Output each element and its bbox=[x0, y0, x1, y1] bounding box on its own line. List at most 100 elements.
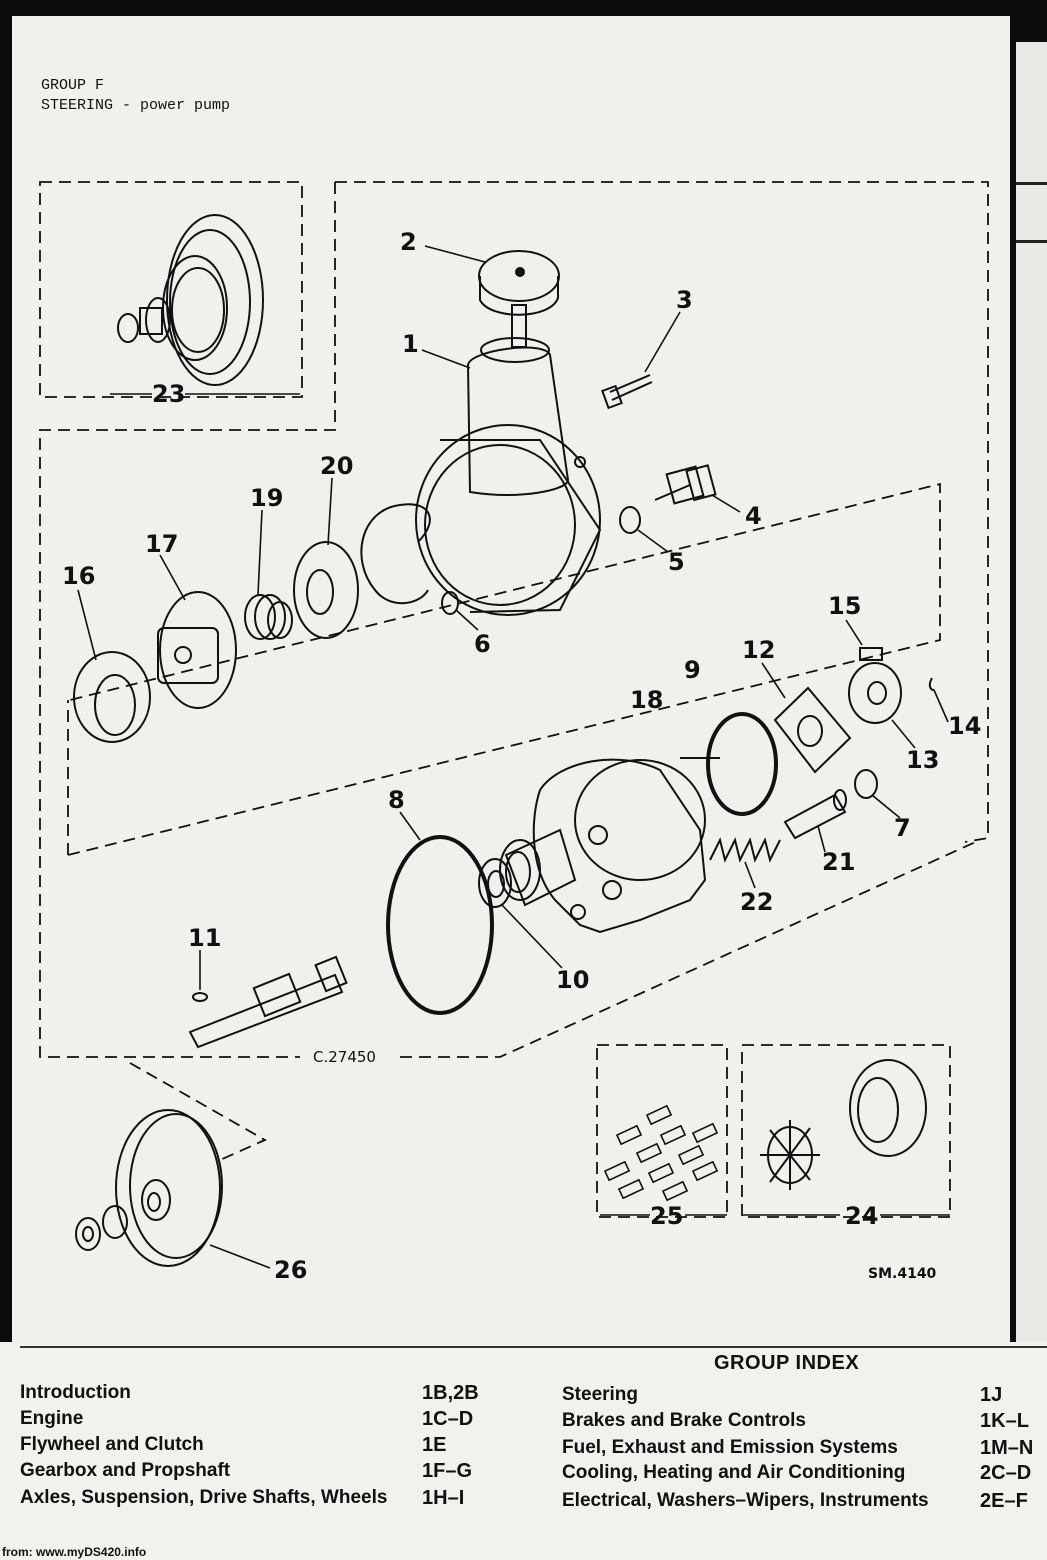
index-item-introduction: Introduction bbox=[20, 1382, 131, 1403]
part-7-washer bbox=[854, 769, 878, 799]
part-14-circlip bbox=[928, 677, 935, 691]
callout-17: 17 bbox=[145, 530, 178, 558]
drive-shaft bbox=[188, 955, 348, 1049]
callout-24: 24 bbox=[845, 1202, 878, 1230]
callout-12: 12 bbox=[742, 636, 775, 664]
part-26-pulley bbox=[115, 1109, 223, 1267]
boundary-pulley-link bbox=[129, 1062, 267, 1161]
callout-5: 5 bbox=[668, 548, 685, 576]
index-code-introduction: 1B,2B bbox=[422, 1382, 479, 1404]
part-9-o-ring bbox=[706, 712, 778, 816]
index-item-brakes: Brakes and Brake Controls bbox=[562, 1410, 806, 1431]
index-code-cooling-heating: 2C–D bbox=[980, 1462, 1032, 1484]
part-20-plate bbox=[293, 541, 359, 639]
callout-6: 6 bbox=[474, 630, 491, 658]
index-item-electrical: Electrical, Washers–Wipers, Instruments bbox=[562, 1490, 929, 1511]
drawing-ref-bg bbox=[308, 1046, 396, 1066]
part-6-washer bbox=[441, 591, 459, 615]
callout-numbers: 2 3 1 23 20 19 4 17 5 16 15 6 12 9 18 14… bbox=[62, 228, 981, 1284]
callout-20: 20 bbox=[320, 452, 353, 480]
callout-1: 1 bbox=[402, 330, 419, 358]
part-8-o-ring bbox=[386, 835, 494, 1015]
leader-lines bbox=[77, 245, 950, 1269]
callout-16: 16 bbox=[62, 562, 95, 590]
part-13-rotor bbox=[848, 662, 902, 724]
callout-18: 18 bbox=[630, 686, 663, 714]
leader-13 bbox=[891, 719, 916, 749]
callout-25: 25 bbox=[650, 1202, 683, 1230]
callout-10: 10 bbox=[556, 966, 589, 994]
part-circlip bbox=[360, 503, 431, 605]
leader-20 bbox=[327, 477, 333, 546]
callout-26: 26 bbox=[274, 1256, 307, 1284]
index-item-flywheel-clutch: Flywheel and Clutch bbox=[20, 1434, 204, 1455]
leader-16 bbox=[77, 589, 97, 661]
callout-19: 19 bbox=[250, 484, 283, 512]
index-item-steering: Steering bbox=[562, 1384, 639, 1405]
drawing-reference: C.27450 bbox=[313, 1048, 376, 1066]
part-11-key bbox=[192, 992, 208, 1002]
leader-21 bbox=[817, 825, 826, 853]
index-code-axles-suspension: 1H–I bbox=[422, 1487, 465, 1509]
boundary-23 bbox=[39, 181, 303, 398]
index-code-flywheel-clutch: 1E bbox=[422, 1434, 447, 1456]
part-2-filler-cap bbox=[478, 250, 560, 348]
callout-4: 4 bbox=[745, 502, 762, 530]
leader-2 bbox=[424, 245, 486, 263]
part-3-bolt bbox=[601, 374, 653, 410]
footer-rule bbox=[20, 1346, 1047, 1348]
part-5-washer bbox=[619, 506, 641, 534]
part-4-plug bbox=[654, 464, 717, 505]
index-code-steering: 1J bbox=[980, 1384, 1003, 1406]
callout-3: 3 bbox=[676, 286, 693, 314]
index-item-engine: Engine bbox=[20, 1408, 84, 1429]
part-25-vane-set bbox=[603, 1104, 719, 1202]
callout-8: 8 bbox=[388, 786, 405, 814]
callout-11: 11 bbox=[188, 924, 221, 952]
adjacent-page-rule bbox=[1016, 182, 1047, 185]
callout-9: 9 bbox=[684, 656, 701, 684]
callout-15: 15 bbox=[828, 592, 861, 620]
adjacent-page-edge bbox=[1016, 42, 1047, 1342]
grouping-boundaries bbox=[39, 181, 989, 1218]
leader-7 bbox=[871, 794, 901, 819]
leader-4 bbox=[711, 494, 741, 513]
callout-14: 14 bbox=[948, 712, 981, 740]
index-item-gearbox-propshaft: Gearbox and Propshaft bbox=[20, 1460, 231, 1481]
section-title: STEERING - power pump bbox=[41, 97, 231, 114]
leader-3 bbox=[644, 311, 681, 373]
part-18-pump-body bbox=[499, 757, 720, 934]
part-16-cam-ring bbox=[73, 651, 151, 743]
boundary-main bbox=[39, 181, 989, 1058]
leader-26 bbox=[209, 1244, 271, 1269]
part-1-reservoir-body bbox=[415, 337, 602, 616]
leader-1 bbox=[421, 349, 471, 369]
leader-14 bbox=[933, 689, 949, 723]
leader-15 bbox=[845, 619, 863, 646]
leader-5 bbox=[637, 529, 669, 553]
manual-page bbox=[12, 16, 1010, 1342]
index-item-axles-suspension: Axles, Suspension, Drive Shafts, Wheels bbox=[20, 1487, 388, 1508]
callout-21: 21 bbox=[822, 848, 855, 876]
part-12-plate bbox=[773, 686, 852, 774]
callout-2: 2 bbox=[400, 228, 417, 256]
part-17-pressure-plate bbox=[157, 591, 237, 709]
source-watermark: from: www.myDS420.info bbox=[2, 1545, 147, 1559]
index-item-cooling-heating: Cooling, Heating and Air Conditioning bbox=[562, 1462, 906, 1483]
part-24-rotor-kit bbox=[760, 1059, 927, 1190]
leader-22 bbox=[744, 861, 756, 889]
part-19-spring bbox=[244, 594, 293, 640]
callout-22: 22 bbox=[740, 888, 773, 916]
group-index-title: GROUP INDEX bbox=[714, 1352, 860, 1374]
leader-8 bbox=[399, 811, 421, 841]
part-23-seal-kit bbox=[117, 214, 264, 386]
pulley-nut-washer bbox=[75, 1205, 128, 1251]
leader-19 bbox=[257, 509, 263, 596]
leader-17 bbox=[159, 554, 186, 601]
index-code-fuel-exhaust: 1M–N bbox=[980, 1437, 1034, 1459]
index-code-gearbox-propshaft: 1F–G bbox=[422, 1460, 473, 1482]
sheet-reference: SM.4140 bbox=[868, 1266, 937, 1282]
boundary-24 bbox=[741, 1044, 951, 1218]
leader-10 bbox=[501, 904, 563, 969]
callout-7: 7 bbox=[894, 814, 911, 842]
